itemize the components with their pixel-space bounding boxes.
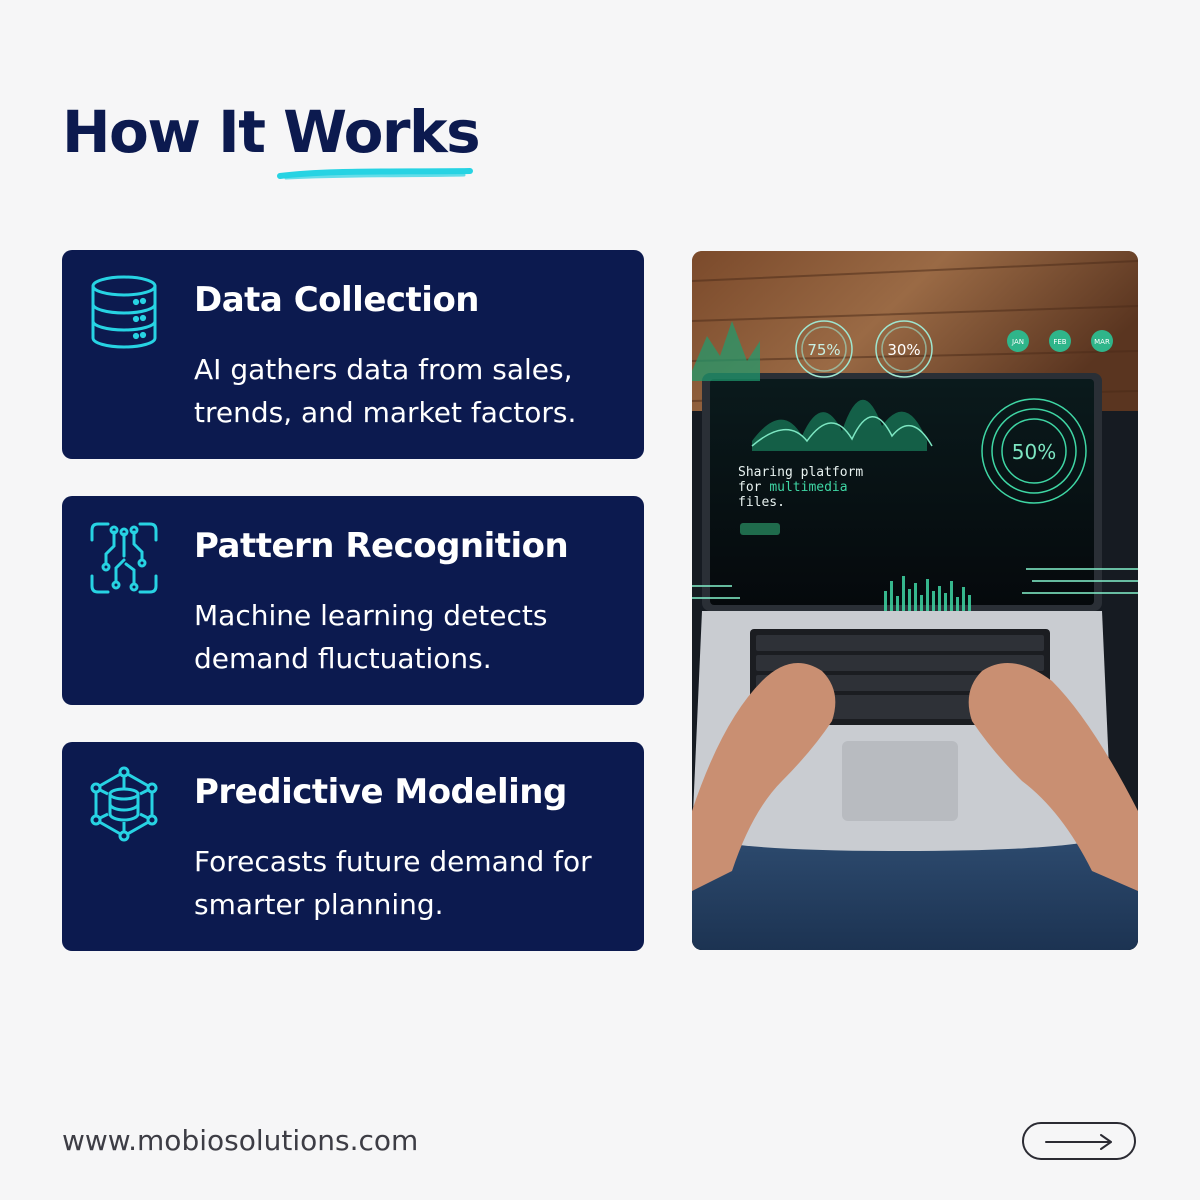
step-card-predictive-modeling: Predictive Modeling Forecasts future dem… [62, 742, 644, 951]
svg-text:for multimedia: for multimedia [738, 480, 848, 495]
gauge-label: 30% [887, 341, 920, 359]
laptop-hologram-image: Sharing platform for multimedia files. [692, 251, 1138, 950]
screen-headline-line3: files. [738, 495, 785, 510]
gauge-rings [795, 320, 1087, 504]
website-url[interactable]: www.mobiosolutions.com [62, 1124, 419, 1157]
screen-subscribe-chip [740, 523, 780, 535]
step-card-data-collection: Data Collection AI gathers data from sal… [62, 250, 644, 459]
step-title: Predictive Modeling [194, 772, 567, 812]
step-card-pattern-recognition: Pattern Recognition Machine learning det… [62, 496, 644, 705]
gauge-label: 50% [1012, 440, 1056, 464]
title-underline-stroke [277, 168, 473, 180]
laptop-illustration: Sharing platform for multimedia files. [692, 251, 1138, 950]
arrow-right-icon [1045, 1134, 1112, 1150]
month-pins: JAN FEB MAR [1007, 330, 1113, 352]
step-title: Data Collection [194, 280, 480, 320]
month-pin-label: FEB [1053, 338, 1066, 346]
step-title: Pattern Recognition [194, 526, 569, 566]
screen-headline: Sharing platform for multimedia files. [738, 465, 863, 510]
data-network-icon [90, 766, 158, 842]
gauge-label: 75% [807, 341, 840, 359]
month-pin-label: JAN [1011, 338, 1024, 346]
month-pin-label: MAR [1094, 338, 1110, 346]
screen-headline-line1: Sharing platform [738, 465, 863, 480]
step-description: Machine learning detects demand fluctuat… [194, 599, 548, 675]
step-description: Forecasts future demand for smarter plan… [194, 845, 592, 921]
page-title: How It Works [62, 98, 481, 166]
screen-headline-accent: multimedia [769, 480, 847, 495]
database-icon [91, 275, 157, 349]
next-button[interactable] [1022, 1122, 1136, 1160]
screen-headline-prefix: for [738, 480, 769, 495]
step-description: AI gathers data from sales, trends, and … [194, 353, 577, 429]
circuit-scan-icon [90, 522, 158, 594]
